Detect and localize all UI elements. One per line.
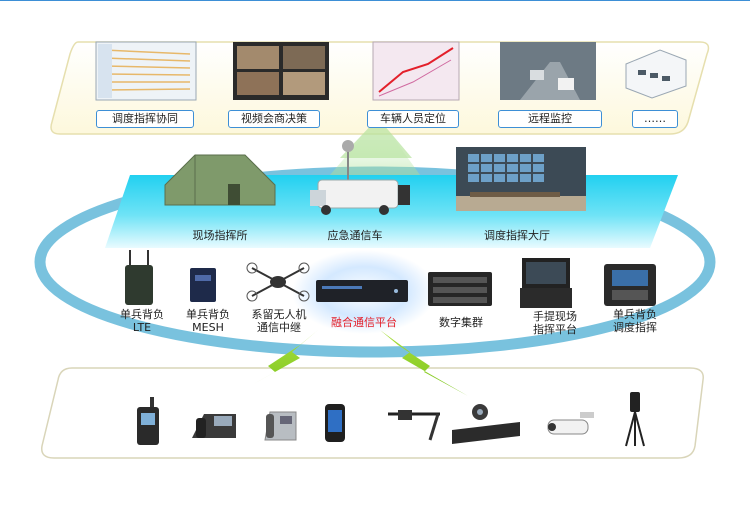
location-map-icon [372, 41, 460, 101]
desk-phone-icon [192, 414, 236, 438]
device-label-line: MESH [192, 321, 224, 334]
icon-layer [95, 41, 687, 447]
middle-item-label: 应急通信车 [327, 229, 383, 242]
lightning-bolt-right [380, 330, 468, 396]
drone-icon [246, 262, 310, 302]
video-conference-icon [233, 42, 329, 100]
device-label-line: 数字集群 [439, 316, 483, 329]
middle-item-label: 调度指挥大厅 [484, 229, 550, 242]
traffic-camera-icon [500, 42, 596, 100]
device-label-line: LTE [132, 321, 152, 334]
command-backpack-icon [604, 264, 656, 306]
device-label-line: 手提现场 [533, 310, 577, 323]
device-label-line: 调度指挥 [613, 321, 657, 334]
device-label-highlight: 融合通信平台 [331, 316, 397, 329]
device-label-line: 单兵背负 [120, 308, 164, 321]
tripod-camera-icon [625, 392, 645, 447]
middle-item-label: 现场指挥所 [192, 229, 248, 242]
3d-room-icon [625, 49, 687, 99]
device-label-line: 通信中继 [257, 321, 301, 334]
device-label-line: 指挥平台 [533, 323, 577, 336]
top-item-label: …… [632, 110, 678, 128]
server-icon [316, 280, 408, 302]
portable-case-icon [520, 258, 572, 308]
tent-icon [164, 154, 276, 206]
top-item-label: 远程监控 [498, 110, 602, 128]
mesh-radio-icon [190, 268, 216, 302]
backpack-radio-icon [125, 250, 153, 305]
smart-glasses-icon [388, 410, 440, 441]
map-screenshot-icon [95, 41, 197, 101]
top-item-label: 车辆人员定位 [367, 110, 459, 128]
vehicle-icon [310, 140, 410, 215]
command-hall-icon [456, 147, 586, 211]
device-label-line: 单兵背负 [186, 308, 230, 321]
device-label-line: 系留无人机 [251, 308, 307, 321]
top-item-label: 视频会商决策 [228, 110, 320, 128]
device-label-line: 单兵背负 [613, 308, 657, 321]
top-item-label: 调度指挥协同 [96, 110, 194, 128]
smartphone-icon [325, 404, 345, 442]
lightning-bolt-left [232, 330, 318, 396]
walkie-talkie-icon [137, 397, 159, 445]
bullet-camera-icon [547, 412, 594, 435]
conference-camera-icon [452, 404, 520, 444]
signal-beam-tip [340, 118, 412, 158]
ip-phone-icon [264, 411, 297, 441]
rack-icon [428, 272, 492, 306]
